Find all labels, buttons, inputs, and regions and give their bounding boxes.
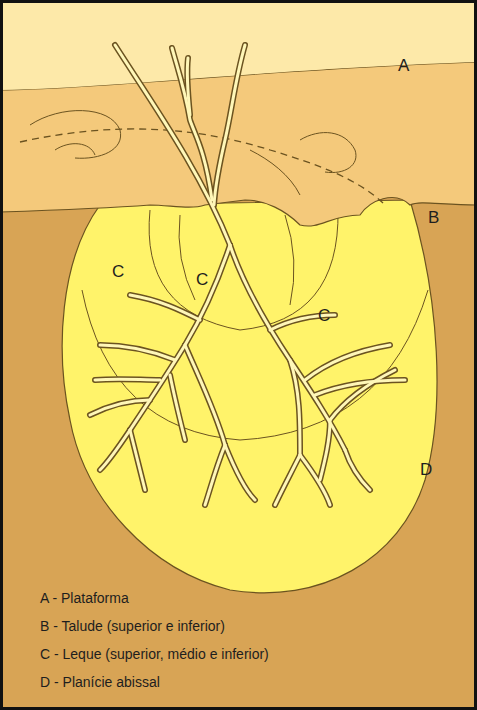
region-letter: D xyxy=(420,460,432,480)
legend-text: A - Plataforma xyxy=(40,590,129,607)
region-letter: C xyxy=(112,262,124,282)
region-letter: C xyxy=(196,270,208,290)
legend-text: C - Leque (superior, médio e inferior) xyxy=(40,646,269,663)
region-letter: A xyxy=(398,56,409,76)
legend-text: B - Talude (superior e inferior) xyxy=(40,618,225,635)
region-letter: B xyxy=(428,208,439,228)
legend-text: D - Planície abissal xyxy=(40,674,160,691)
region-letter: C xyxy=(318,306,330,326)
